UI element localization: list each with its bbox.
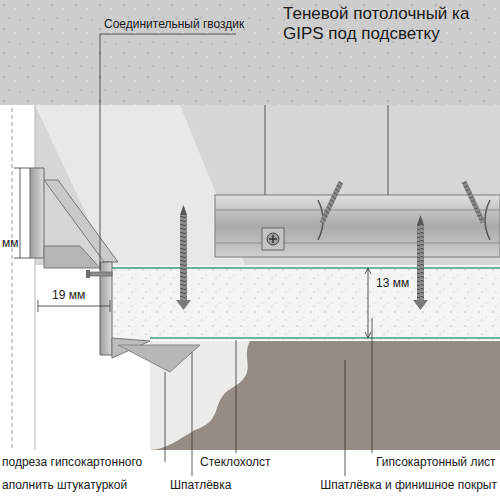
glass-fibre-bottom xyxy=(150,337,500,339)
drawing-polygon xyxy=(44,246,100,268)
drawing-circle xyxy=(267,233,279,245)
drawing-line xyxy=(20,168,21,258)
drawing-line xyxy=(165,372,166,462)
drawing-line xyxy=(215,243,500,244)
drawing-rect xyxy=(90,272,112,276)
drawing-line xyxy=(372,318,373,453)
dimension-label: 13 мм xyxy=(374,276,411,290)
drawing-polygon xyxy=(176,300,191,310)
drawing-polygon xyxy=(413,300,428,310)
shadow-profile xyxy=(30,168,200,372)
leader-lines xyxy=(100,34,372,476)
part-label: Гипсокартонный лист xyxy=(376,455,496,469)
drawing-line xyxy=(345,360,346,476)
drawing-line xyxy=(100,34,101,270)
dimension-label: мм xyxy=(2,236,19,250)
drawing-rect xyxy=(86,270,90,278)
wall-outline xyxy=(12,108,13,450)
drawing-path xyxy=(318,200,490,240)
drawing-rect xyxy=(215,195,500,257)
concrete-slab xyxy=(0,0,500,105)
drawing-line xyxy=(14,168,30,169)
drawing-polygon xyxy=(30,168,44,258)
note-label: подреза гипсокартонного xyxy=(2,455,142,469)
drawing-polygon xyxy=(180,205,187,215)
screws xyxy=(176,181,485,310)
drawing-rect xyxy=(462,181,486,224)
drawing-line xyxy=(14,258,30,259)
dimension-label: 19 мм xyxy=(52,288,85,302)
note-label: аполнить штукатуркой xyxy=(2,478,127,492)
drawing-rect xyxy=(320,181,344,224)
glass-fibre-top xyxy=(110,267,500,269)
drawing-rect xyxy=(417,225,424,300)
hanger-rod xyxy=(264,105,265,200)
drawing-line xyxy=(100,34,236,35)
drawing-line xyxy=(236,340,237,453)
wall-edge xyxy=(35,105,36,450)
drawing-line xyxy=(215,210,500,211)
drawing-path xyxy=(365,268,371,338)
dimension-lines xyxy=(14,168,371,338)
hanger-rod xyxy=(387,105,388,200)
diagram-title: Теневой потолочный ка GIPS под подсветку xyxy=(283,4,495,44)
wall-face xyxy=(0,105,500,450)
drawing-path xyxy=(269,235,277,243)
part-label: Шпатлёвка xyxy=(170,478,231,492)
part-label: Стеклохолст xyxy=(200,455,271,469)
gypsum-board xyxy=(110,265,500,340)
drawing-line xyxy=(192,352,193,476)
cut-plane xyxy=(35,105,245,265)
drawing-rect xyxy=(262,228,284,250)
drawing-polygon xyxy=(118,345,200,372)
drawing-line xyxy=(38,306,110,307)
finish-coat xyxy=(150,341,500,450)
part-label: Шпатлёвка и финишное покрыт xyxy=(320,478,497,492)
drawing-rect xyxy=(180,215,187,300)
ceiling-profile xyxy=(215,195,500,257)
drawing-line xyxy=(368,268,369,338)
ceiling-void xyxy=(35,105,500,265)
connecting-nail xyxy=(86,270,112,278)
part-label: Соединительный гвоздик xyxy=(104,17,244,31)
drawing-polygon xyxy=(417,215,424,225)
